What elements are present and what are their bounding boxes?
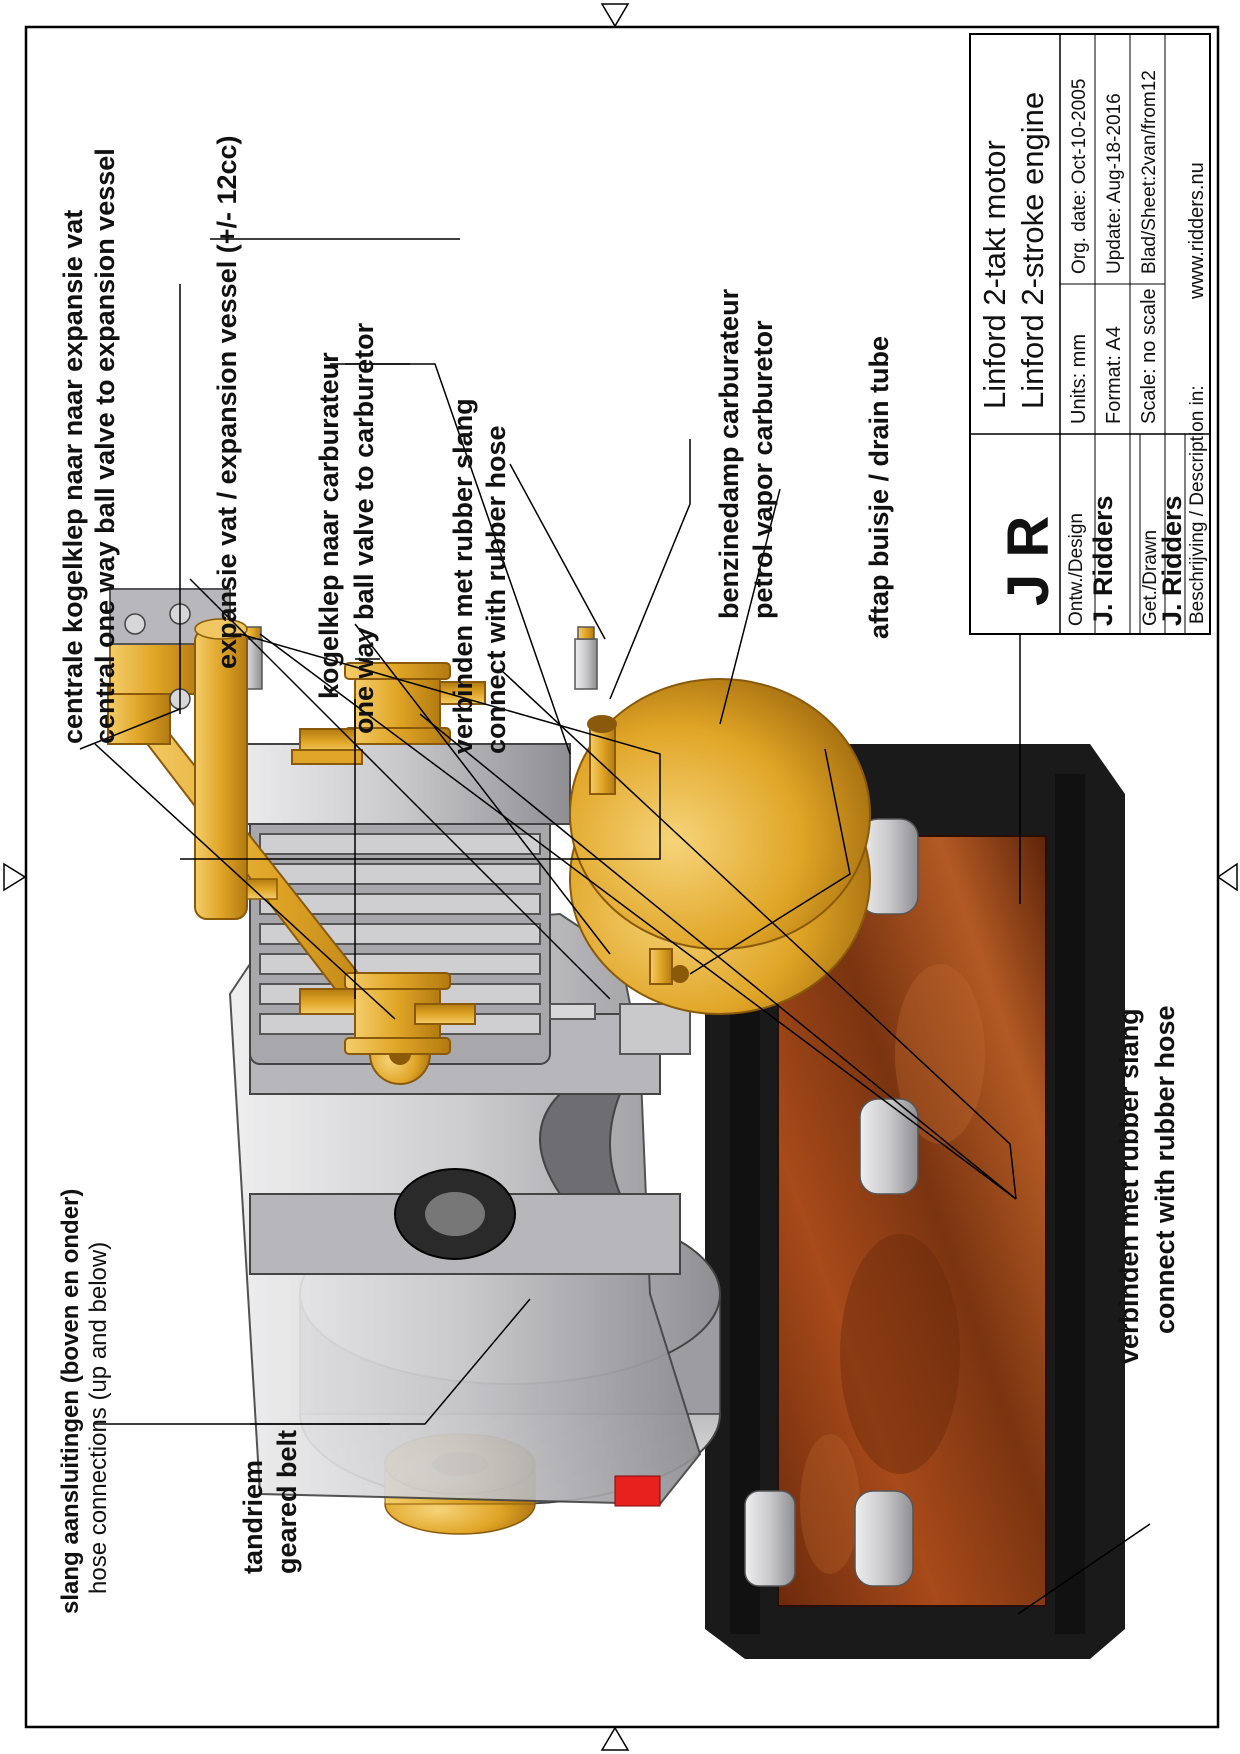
callout-carburetor-nl: benzinedamp carburateur — [714, 288, 744, 619]
tb-drawn-name: J. Ridders — [1157, 495, 1187, 626]
callout-belt-en: geared belt — [272, 1430, 302, 1574]
callout-hose-connections-nl: slang aansluitingen (boven en onder) — [57, 1189, 84, 1614]
callout-carb-valve: kogelklep naar carburateur one way ball … — [314, 322, 379, 734]
callout-carb-valve-en: one way ball valve to carburetor — [349, 322, 379, 734]
tb-website: www.ridders.nu — [1186, 162, 1208, 300]
callout-geared-belt: tandriem geared belt — [238, 1430, 302, 1574]
central-ball-valve — [299, 972, 476, 1055]
expansion-vessel — [194, 618, 278, 920]
title-block: J R Linford 2-takt motor Linford 2-strok… — [969, 33, 1211, 635]
tb-logo: J R — [996, 516, 1061, 606]
tb-update: Update: Aug-18-2016 — [1104, 93, 1125, 274]
callout-hose-connections: slang aansluitingen (boven en onder) hos… — [57, 1189, 112, 1614]
callout-hose-bottom-en: connect with rubber hose — [1150, 1005, 1180, 1334]
callout-hose-top-en: connect with rubber hose — [481, 425, 511, 754]
cylinder-block — [229, 743, 571, 1065]
callout-central-valve-en: central one way ball valve to expansion … — [90, 148, 120, 744]
tb-title-nl: Linford 2-takt motor — [977, 140, 1012, 409]
red-marker — [614, 1475, 661, 1507]
callout-carburetor: benzinedamp carburateur petrol vapor car… — [714, 288, 778, 619]
tb-design-label: Ontw./Design — [1066, 513, 1087, 626]
callout-hose-connections-en: hose connections (up and below) — [85, 1242, 112, 1594]
engine-illustration — [107, 588, 1125, 1659]
geared-belt — [394, 1168, 516, 1260]
callout-hose-top-nl: verbinden met rubber slang — [448, 398, 478, 754]
tb-units: Units: mm — [1068, 334, 1090, 424]
tb-title-en: Linford 2-stroke engine — [1015, 92, 1050, 409]
tb-format: Format: A4 — [1103, 326, 1125, 424]
centering-marks — [3, 3, 1238, 1751]
callout-belt-nl: tandriem — [238, 1460, 268, 1574]
callout-central-valve: centrale kogelklep naar naar expansie va… — [58, 148, 120, 744]
callout-hose-top: verbinden met rubber slang connect with … — [448, 398, 511, 754]
tb-design-name: J. Ridders — [1088, 495, 1118, 626]
tb-description-label: Beschrijving / Description in: — [1187, 385, 1208, 624]
callout-carb-valve-nl: kogelklep naar carburateur — [314, 352, 344, 699]
callout-drain-tube: aftap buisje / drain tube — [864, 336, 894, 639]
callout-expansion-vessel: expansie vat / expansion vessel (+/- 12c… — [212, 135, 242, 669]
callout-hose-bottom: verbinden met rubber slang connect with … — [1114, 1005, 1180, 1364]
tb-org-date: Org. date: Oct-10-2005 — [1069, 79, 1090, 274]
callout-labels: centrale kogelklep naar naar expansie va… — [57, 135, 1180, 1614]
callout-carburetor-en: petrol vapor carburetor — [748, 320, 778, 619]
petrol-vapor-carburetor — [549, 678, 871, 1020]
callout-hose-bottom-nl: verbinden met rubber slang — [1114, 1008, 1144, 1364]
tb-drawn-label: Get./Drawn — [1140, 530, 1161, 626]
tb-scale: Scale: no scale — [1138, 288, 1160, 424]
tb-sheet: Blad/Sheet:2van/from12 — [1139, 70, 1160, 274]
callout-central-valve-nl: centrale kogelklep naar naar expansie va… — [58, 210, 88, 744]
